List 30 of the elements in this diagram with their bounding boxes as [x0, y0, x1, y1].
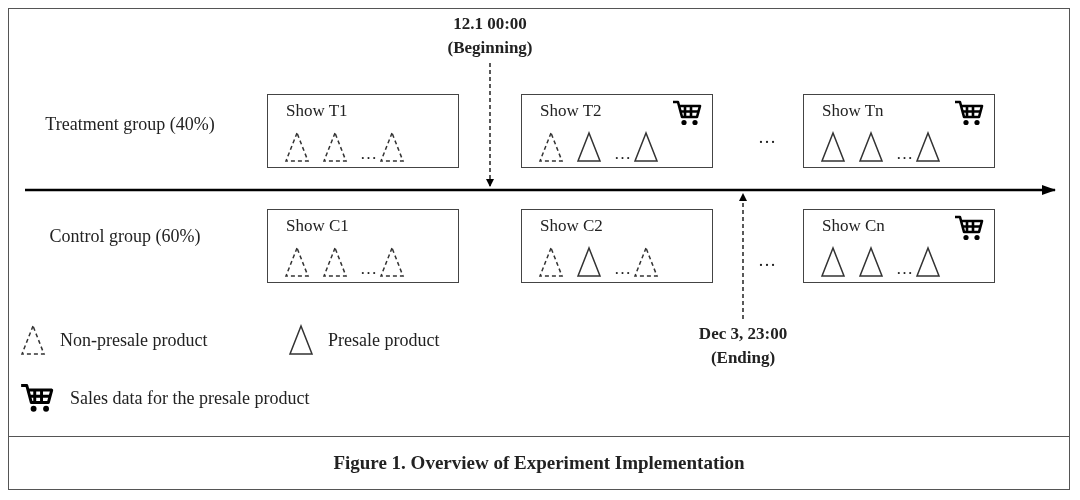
- show-box: [267, 209, 459, 283]
- box-title: Show Cn: [822, 216, 885, 236]
- group-label: Control group (60%): [48, 225, 202, 248]
- legend-text: Sales data for the presale product: [70, 387, 310, 410]
- timestamp-label: 12.1 00:00 (Beginning): [430, 12, 550, 60]
- show-box: [267, 94, 459, 168]
- show-box: [521, 209, 713, 283]
- group-label: Treatment group (40%): [45, 113, 215, 136]
- box-title: Show Tn: [822, 101, 884, 121]
- legend-text: Non-presale product: [60, 329, 208, 352]
- ellipsis: …: [757, 126, 777, 149]
- show-box: [803, 209, 995, 283]
- ellipsis: …: [360, 145, 377, 163]
- show-box: [803, 94, 995, 168]
- ellipsis: …: [896, 145, 913, 163]
- ellipsis: …: [614, 145, 631, 163]
- figure-caption: Figure 1. Overview of Experiment Implementation: [332, 452, 746, 474]
- dashed-arrow: [739, 193, 747, 320]
- ellipsis: …: [614, 260, 631, 278]
- box-title: Show T2: [540, 101, 602, 121]
- show-box: [521, 94, 713, 168]
- box-title: Show T1: [286, 101, 348, 121]
- legend-text: Presale product: [328, 329, 440, 352]
- ellipsis: …: [360, 260, 377, 278]
- timestamp-label: Dec 3, 23:00 (Ending): [677, 322, 809, 370]
- dashed-arrow: [486, 62, 494, 187]
- ellipsis: …: [757, 249, 777, 272]
- ellipsis: …: [896, 260, 913, 278]
- box-title: Show C1: [286, 216, 349, 236]
- box-title: Show C2: [540, 216, 603, 236]
